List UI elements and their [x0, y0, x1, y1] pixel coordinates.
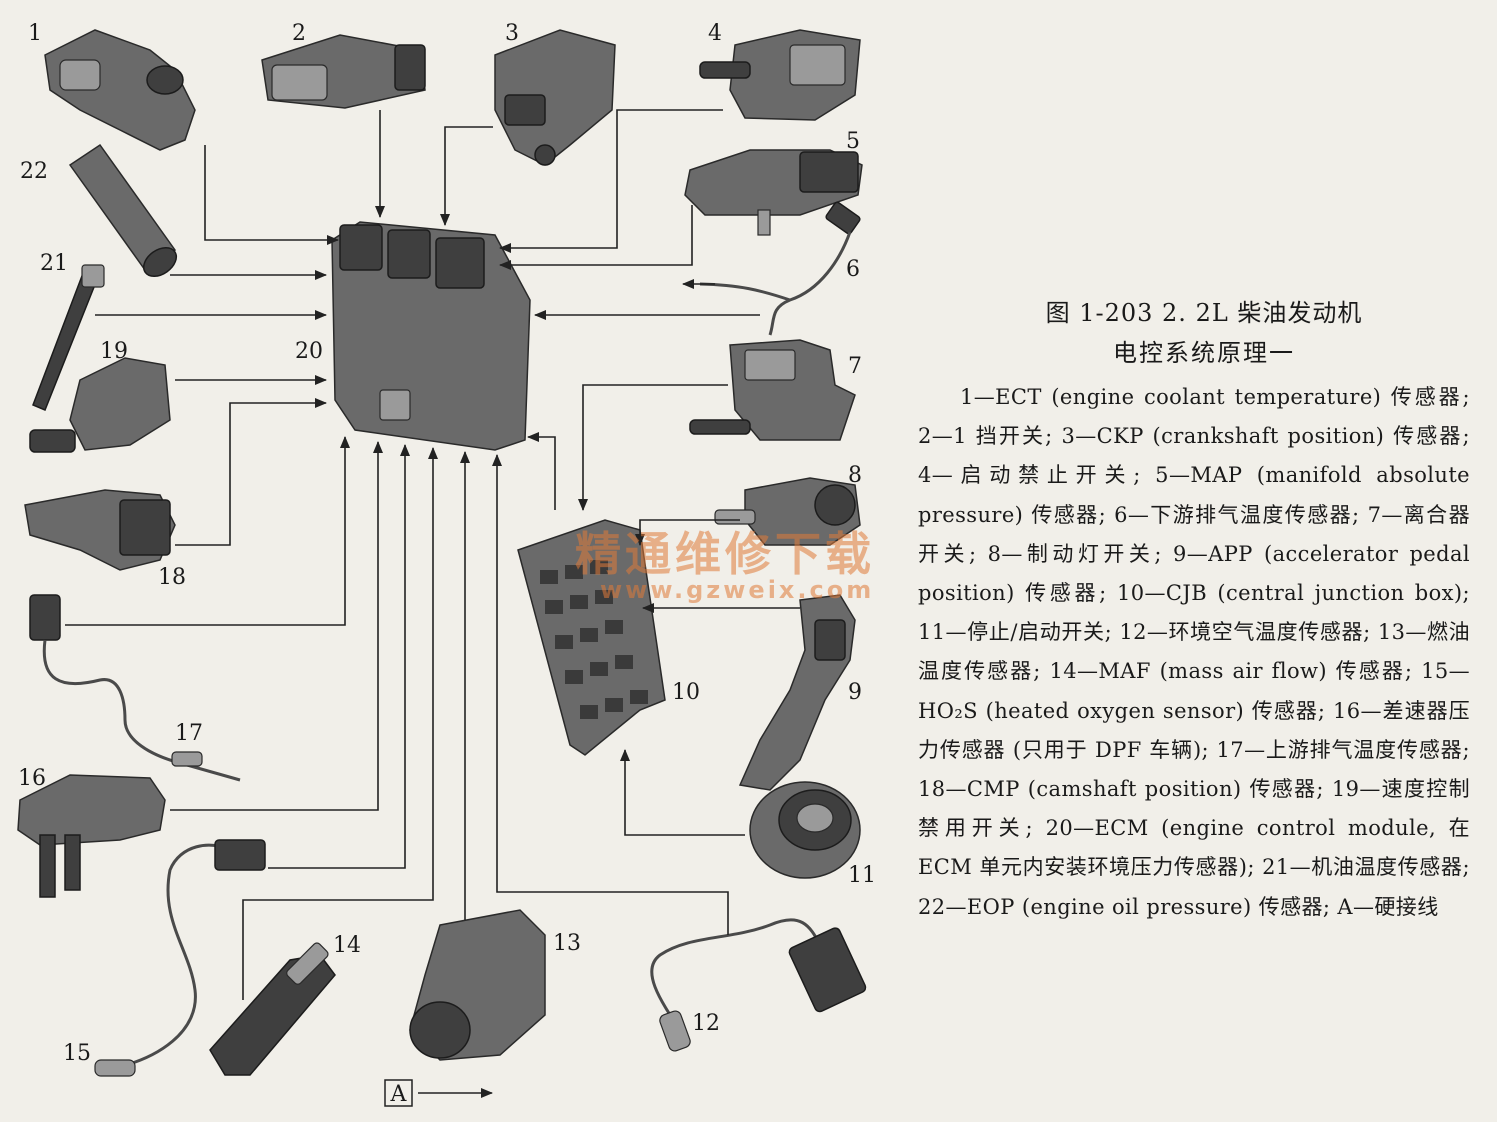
- component-20-ecm: [331, 221, 531, 451]
- label-3: 3: [505, 21, 519, 46]
- watermark-url: www.gzweix.com: [600, 576, 874, 604]
- figure-title: 图 1-203 2. 2L 柴油发动机: [1045, 299, 1363, 327]
- label-7: 7: [848, 354, 862, 379]
- component-3-ckp-sensor: [494, 29, 616, 166]
- component-8-brake-light-switch: [714, 477, 861, 546]
- component-number-labels: 1 2 3 4 5 6 7 8 9 10 11 12 13 14 15 16 1…: [18, 21, 876, 1066]
- label-9: 9: [848, 680, 862, 705]
- label-21: 21: [40, 251, 68, 276]
- watermark: 精通维修下载 www.gzweix.com: [575, 527, 875, 604]
- component-9-app-sensor: [738, 594, 856, 791]
- component-14-maf-sensor: [209, 942, 336, 1076]
- component-19-speed-control-switch: [29, 357, 171, 453]
- connection-arrows: [65, 109, 800, 1098]
- label-20: 20: [295, 339, 323, 364]
- component-5-map-sensor: [684, 149, 863, 236]
- label-8: 8: [848, 463, 862, 488]
- label-19: 19: [100, 339, 128, 364]
- component-7-clutch-switch: [689, 339, 856, 441]
- label-13: 13: [553, 931, 581, 956]
- component-22-eop-sensor: [68, 143, 178, 278]
- component-12-ambient-temp-sensor: [650, 918, 867, 1052]
- label-11: 11: [848, 863, 876, 888]
- watermark-cn: 精通维修下载: [575, 527, 875, 581]
- label-22: 22: [20, 159, 48, 184]
- component-13-fuel-temp-sensor: [409, 909, 546, 1061]
- hard-wire-key-label: A: [390, 1082, 408, 1107]
- label-5: 5: [846, 129, 860, 154]
- component-4-start-inhibit-switch: [699, 29, 861, 121]
- label-12: 12: [692, 1011, 720, 1036]
- component-15-ho2s-sensor: [94, 839, 266, 1077]
- label-1: 1: [28, 21, 42, 46]
- component-16-diff-pressure-sensor: [17, 774, 166, 898]
- label-10: 10: [672, 680, 700, 705]
- figure-subtitle: 电控系统原理一: [1113, 339, 1295, 367]
- label-14: 14: [333, 933, 361, 958]
- component-1-ect-sensor: [44, 29, 196, 151]
- component-17-upstream-egt-sensor: [29, 594, 241, 782]
- label-18: 18: [158, 565, 186, 590]
- label-15: 15: [63, 1041, 91, 1066]
- label-2: 2: [292, 21, 306, 46]
- label-16: 16: [18, 766, 46, 791]
- component-2-first-gear-switch: [261, 34, 426, 109]
- figure-legend: 1—ECT (engine coolant temperature) 传感器; …: [918, 385, 1470, 919]
- component-10-cjb: [517, 519, 666, 756]
- figure-caption: 图 1-203 2. 2L 柴油发动机 电控系统原理一 1—ECT (engin…: [918, 296, 1470, 927]
- component-18-cmp-sensor: [24, 489, 176, 571]
- label-4: 4: [708, 21, 722, 46]
- component-6-downstream-egt-sensor: [699, 201, 861, 336]
- component-21-oil-temp-sensor: [32, 264, 105, 411]
- hard-wire-key-box: [384, 1079, 413, 1107]
- component-11-stop-start-switch: [749, 781, 861, 879]
- label-17: 17: [175, 721, 203, 746]
- label-6: 6: [846, 257, 860, 282]
